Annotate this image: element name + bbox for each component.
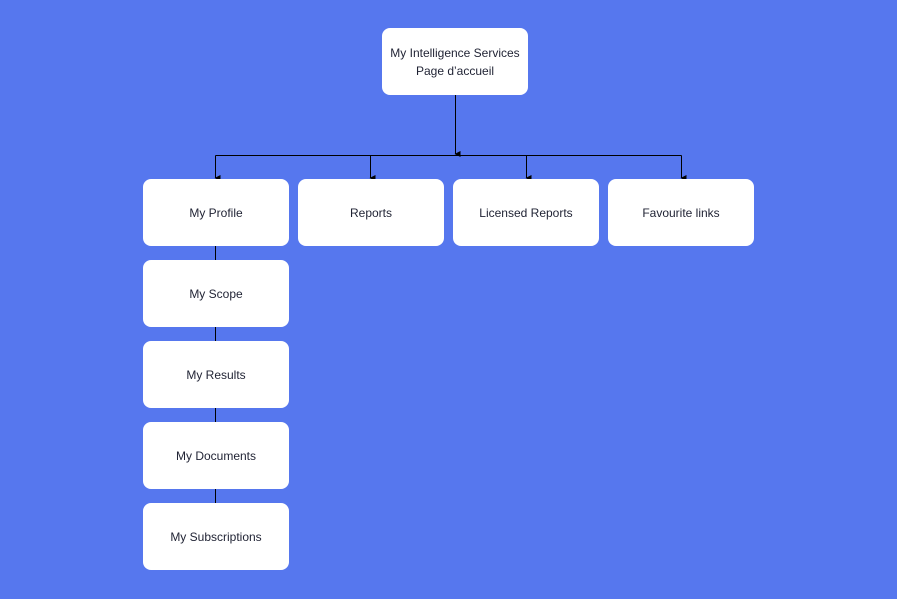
node-reports: Reports: [298, 179, 444, 246]
node-favourite-links: Favourite links: [608, 179, 754, 246]
node-my-profile: My Profile: [143, 179, 289, 246]
node-home-title: My Intelligence Services: [390, 45, 520, 60]
node-label: Reports: [349, 205, 393, 220]
node-label: My Results: [186, 367, 246, 382]
node-home-subtitle: Page d’accueil: [415, 63, 495, 78]
node-my-documents: My Documents: [143, 422, 289, 489]
node-label: My Profile: [189, 205, 243, 220]
node-label: My Documents: [175, 448, 257, 463]
node-label: My Subscriptions: [170, 529, 262, 544]
node-home-page: My Intelligence Services Page d’accueil: [382, 28, 528, 95]
node-label: My Scope: [189, 286, 243, 301]
node-my-subscriptions: My Subscriptions: [143, 503, 289, 570]
node-my-scope: My Scope: [143, 260, 289, 327]
node-my-results: My Results: [143, 341, 289, 408]
node-label: Licensed Reports: [479, 205, 573, 220]
node-label: Favourite links: [642, 205, 720, 220]
node-licensed-reports: Licensed Reports: [453, 179, 599, 246]
